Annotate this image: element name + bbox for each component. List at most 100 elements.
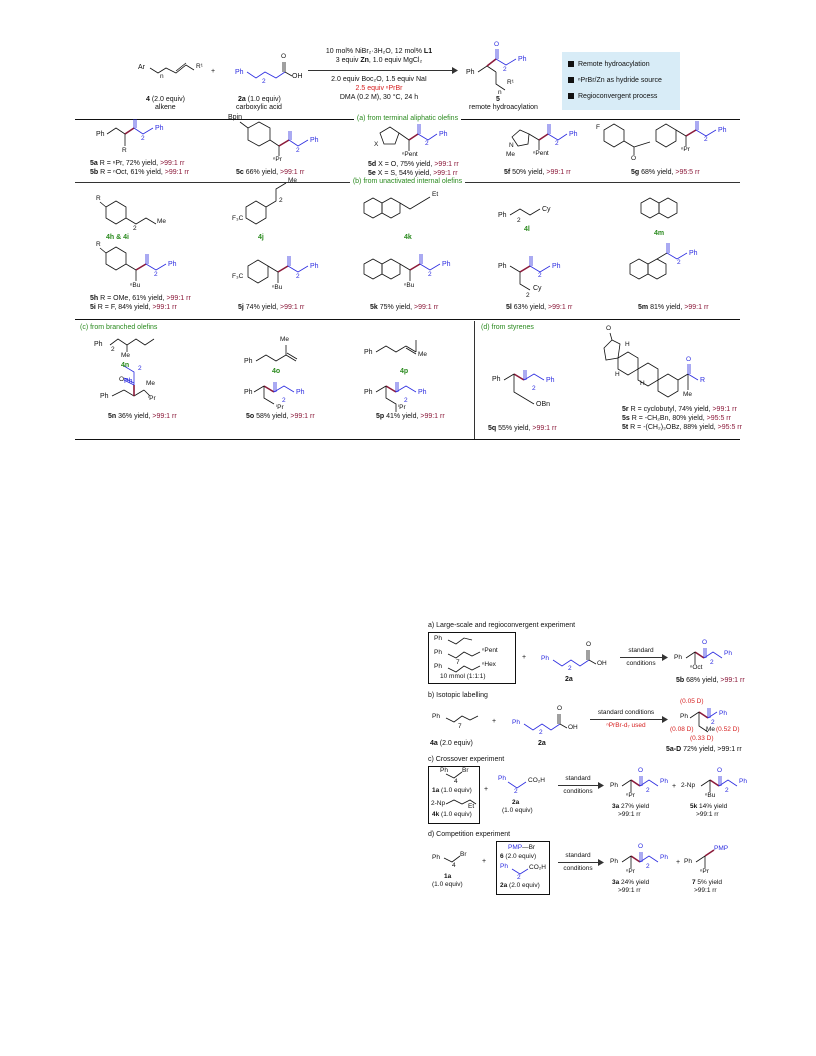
5l-sub2: 2 — [526, 292, 530, 299]
mech-a-acid-label: 2a — [565, 676, 573, 683]
5a-r: R — [122, 147, 127, 154]
4h-sub: 2 — [133, 225, 137, 232]
mech-a-title: a) Large-scale and regioconvergent exper… — [428, 622, 576, 629]
4j-sub: 2 — [279, 197, 283, 204]
mech-a-scale: 10 mmol (1:1:1) — [440, 673, 486, 680]
5h-caption: 5h R = OMe, 61% yield, >99:1 rr — [90, 295, 191, 302]
mech-b-acid-sub: 2 — [539, 729, 543, 736]
5p-ph: Ph — [364, 389, 373, 396]
5k-sub: 2 — [428, 271, 432, 278]
mech-c-acid — [507, 781, 527, 789]
bullet-square-icon — [568, 93, 574, 99]
product-ph2: Ph — [518, 56, 527, 63]
mech-b-arrow — [590, 719, 662, 720]
5a-sub: 2 — [141, 135, 145, 142]
4p-me: Me — [418, 351, 428, 358]
mech-c-arrow-bottom: conditions — [563, 788, 593, 795]
row-c-structures — [109, 332, 699, 412]
alkene-ar: Ar — [138, 64, 145, 71]
mech-c-p1-rr: >99:1 rr — [618, 811, 641, 818]
mech-b-alkene — [445, 715, 479, 723]
mech-a-arrow — [620, 657, 662, 658]
legend-item-remote: Remote hydroacylation — [568, 61, 650, 68]
mech-c-box-structures — [445, 771, 477, 805]
product-sub: 2 — [503, 66, 507, 73]
5d-caption: 5d X = O, 75% yield, >99:1 rr — [368, 161, 459, 168]
arrow-head — [452, 67, 458, 74]
mech-d-p2-rr: >99:1 rr — [694, 887, 717, 894]
mech-b-d3: (0.08 D) — [670, 726, 694, 733]
mech-a-arrow-head — [662, 654, 668, 661]
steroid-o: O — [606, 325, 612, 332]
mech-c-br: Br — [462, 767, 469, 774]
5q-sub: 2 — [532, 385, 536, 392]
mech-a-hex: ⁿHex — [482, 661, 496, 668]
5f-caption: 5f 50% yield, >99:1 rr — [504, 169, 571, 176]
section-d-title: (d) from styrenes — [481, 324, 534, 331]
mech-d-p1-caption: 3a 24% yield — [612, 879, 650, 886]
4m-label: 4m — [654, 230, 665, 237]
mech-a-pent: ⁿPent — [482, 647, 498, 654]
product-name: remote hydroacylation — [469, 104, 538, 111]
5q-obn: OBn — [536, 401, 551, 408]
5o-ph2: Ph — [296, 389, 305, 396]
mech-c-acid-rest: (1.0 equiv) — [502, 807, 533, 814]
5n-ipr: ⁱPr — [148, 395, 156, 402]
5m-ph: Ph — [689, 250, 698, 257]
5a-ph2: Ph — [155, 125, 164, 132]
mech-a-plus: + — [522, 654, 527, 661]
4o-label: 4o — [272, 368, 281, 375]
mech-c-p1-caption: 3a 27% yield — [612, 803, 650, 810]
mech-a-substrate-box — [428, 632, 516, 684]
alkene-label: 4 (2.0 equiv) — [146, 96, 185, 103]
mech-d-box2-label: 2a (2.0 equiv) — [500, 882, 540, 889]
5e-caption: 5e X = S, 54% yield, >99:1 rr — [368, 170, 458, 177]
product-n: n — [498, 89, 502, 96]
mech-c-p1-sub: 2 — [646, 787, 650, 794]
4j-f3c: F₃C — [232, 215, 244, 222]
mech-c-np: 2-Np — [431, 800, 446, 807]
mech-a-ph1: Ph — [434, 635, 442, 642]
mech-c-ph: Ph — [440, 767, 448, 774]
5g-f: F — [596, 124, 600, 131]
plus-sign: + — [211, 68, 216, 75]
section-divider — [474, 321, 475, 439]
mech-d-p1-ph: Ph — [610, 858, 618, 865]
5r-caption: 5r R = cyclobutyl, 74% yield, >99:1 rr — [622, 406, 737, 413]
5c-npr: ⁿPr — [273, 156, 282, 163]
mech-d-products — [621, 849, 715, 868]
5q-ph2: Ph — [546, 377, 555, 384]
mech-c-p1-ph2: Ph — [660, 778, 668, 785]
mech-b-product — [689, 708, 718, 733]
mech-b-arrow-top: standard conditions — [597, 709, 655, 716]
steroid-me: Me — [683, 391, 693, 398]
5n-o: O — [119, 376, 125, 383]
5j-ph: Ph — [310, 263, 319, 270]
acid-oh: OH — [292, 73, 303, 80]
mech-d-r1-id: 1a — [444, 873, 452, 880]
acid-structure — [246, 62, 293, 79]
5o-ph: Ph — [244, 389, 253, 396]
5g-ph: Ph — [718, 127, 727, 134]
mech-d-title: d) Competition experiment — [428, 831, 511, 838]
mech-d-sub4: 4 — [452, 862, 456, 869]
mech-b-alkene-label: 4a (2.0 equiv) — [430, 740, 473, 747]
mech-b-alkene-ph: Ph — [432, 713, 440, 720]
5o-caption: 5o 58% yield, >99:1 rr — [246, 413, 315, 420]
mech-a-prod-o: O — [702, 639, 708, 646]
4l-label: 4l — [524, 226, 530, 233]
4o-ph: Ph — [244, 358, 253, 365]
mech-a-acid-o: O — [586, 641, 592, 648]
5d-ph: Ph — [439, 131, 448, 138]
5m-caption: 5m 81% yield, >99:1 rr — [638, 304, 709, 311]
acid-o: O — [281, 53, 287, 60]
5d-x: X — [374, 141, 379, 148]
5t-caption: 5t R = -(CH₂)₃OBz, 88% yield, >95:5 rr — [622, 424, 742, 431]
5f-me: Me — [506, 151, 516, 158]
conditions-line1: 10 mol% NiBr₂·3H₂O, 12 mol% L1 — [325, 48, 433, 55]
5k-ph: Ph — [442, 261, 451, 268]
mech-a-prod-oct: ⁿOct — [690, 664, 703, 671]
5h-sub: 2 — [154, 271, 158, 278]
5h-ph: Ph — [168, 261, 177, 268]
4h-r: R — [96, 195, 101, 202]
